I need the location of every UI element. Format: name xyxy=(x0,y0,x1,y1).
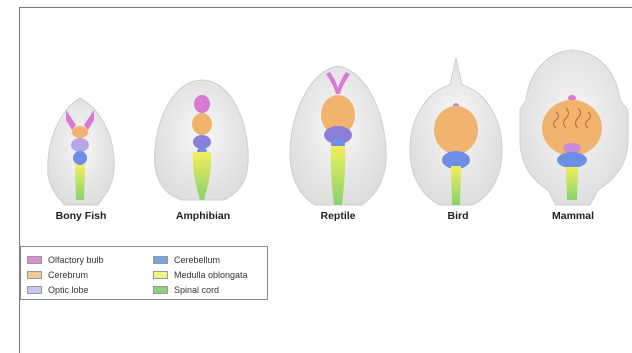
bony-fish-optic-lobe xyxy=(71,138,89,152)
swatch-medulla-oblongata xyxy=(153,271,168,279)
bony-fish-cerebellum xyxy=(73,151,87,165)
mammal-brain xyxy=(520,50,628,205)
legend-item-spinal-cord: Spinal cord xyxy=(153,285,219,295)
swatch-cerebellum xyxy=(153,256,168,264)
bird-brain xyxy=(410,58,502,205)
legend-item-cerebellum: Cerebellum xyxy=(153,255,220,265)
label-amphibian: Amphibian xyxy=(158,210,248,222)
swatch-olfactory-bulb xyxy=(27,256,42,264)
swatch-optic-lobe xyxy=(27,286,42,294)
legend-label-medulla-oblongata: Medulla oblongata xyxy=(174,270,248,280)
legend-label-olfactory-bulb: Olfactory bulb xyxy=(48,255,104,265)
swatch-spinal-cord xyxy=(153,286,168,294)
mammal-cerebellum xyxy=(557,152,587,168)
mammal-optic-lobe xyxy=(563,143,581,153)
legend-item-olfactory-bulb: Olfactory bulb xyxy=(27,255,104,265)
label-mammal: Mammal xyxy=(528,210,618,222)
legend-item-optic-lobe: Optic lobe xyxy=(27,285,89,295)
label-reptile: Reptile xyxy=(293,210,383,222)
mammal-medulla-spinal xyxy=(566,167,578,200)
reptile-brain xyxy=(290,66,386,205)
legend-label-spinal-cord: Spinal cord xyxy=(174,285,219,295)
label-bird: Bird xyxy=(413,210,503,222)
bird-medulla-spinal xyxy=(451,166,461,205)
label-bony-fish: Bony Fish xyxy=(36,210,126,222)
legend: Olfactory bulb Cerebrum Optic lobe Cereb… xyxy=(20,246,268,300)
legend-label-cerebrum: Cerebrum xyxy=(48,270,88,280)
bony-fish-cerebrum xyxy=(72,126,88,138)
legend-item-medulla-oblongata: Medulla oblongata xyxy=(153,270,248,280)
bird-cerebrum xyxy=(434,106,478,154)
swatch-cerebrum xyxy=(27,271,42,279)
amphibian-optic-lobe xyxy=(193,135,211,149)
amphibian-olfactory-bulb xyxy=(194,95,210,113)
bony-fish-brain xyxy=(48,98,114,205)
legend-item-cerebrum: Cerebrum xyxy=(27,270,88,280)
legend-label-optic-lobe: Optic lobe xyxy=(48,285,89,295)
bony-fish-medulla-spinal xyxy=(75,165,85,200)
amphibian-brain xyxy=(155,80,249,200)
amphibian-cerebrum xyxy=(192,113,212,135)
legend-label-cerebellum: Cerebellum xyxy=(174,255,220,265)
